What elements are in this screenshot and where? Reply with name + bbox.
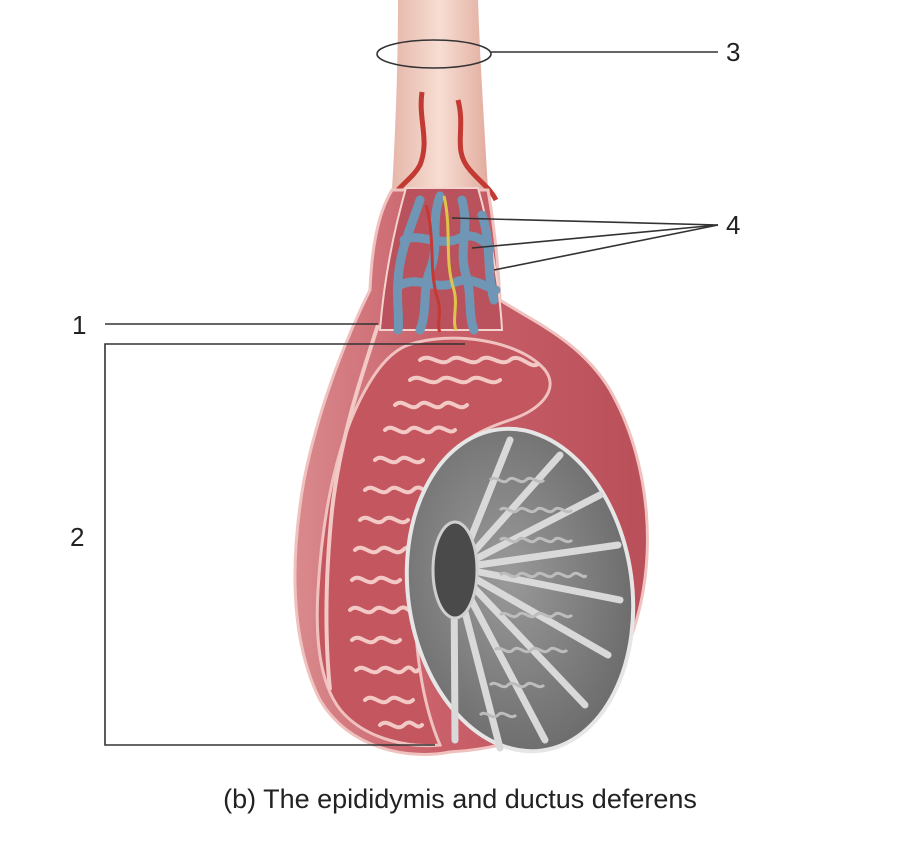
testis-lobule-septa <box>450 436 624 752</box>
label-2-bracket <box>104 343 465 746</box>
label-4-leader-c <box>493 224 719 271</box>
rete-testis <box>431 520 479 620</box>
pampiniform-plexus <box>392 191 501 335</box>
label-4-leader-b <box>471 224 719 249</box>
cord-artery-left <box>389 91 427 202</box>
label-2: 2 <box>70 522 84 552</box>
leader-lines <box>104 39 719 746</box>
figure-caption: (b) The epididymis and ductus deferens <box>223 784 697 814</box>
testicular-artery <box>442 195 458 331</box>
label-3-ring <box>376 39 492 69</box>
spermatic-cord <box>392 0 488 190</box>
label-3: 3 <box>726 37 740 67</box>
label-4-leader-a <box>451 217 719 226</box>
seminiferous-tubules <box>478 476 588 719</box>
label-1: 1 <box>72 310 86 340</box>
epididymis <box>315 336 552 748</box>
cord-artery-plexus <box>424 204 442 333</box>
label-4: 4 <box>726 210 740 240</box>
ductus-deferens <box>324 324 380 691</box>
